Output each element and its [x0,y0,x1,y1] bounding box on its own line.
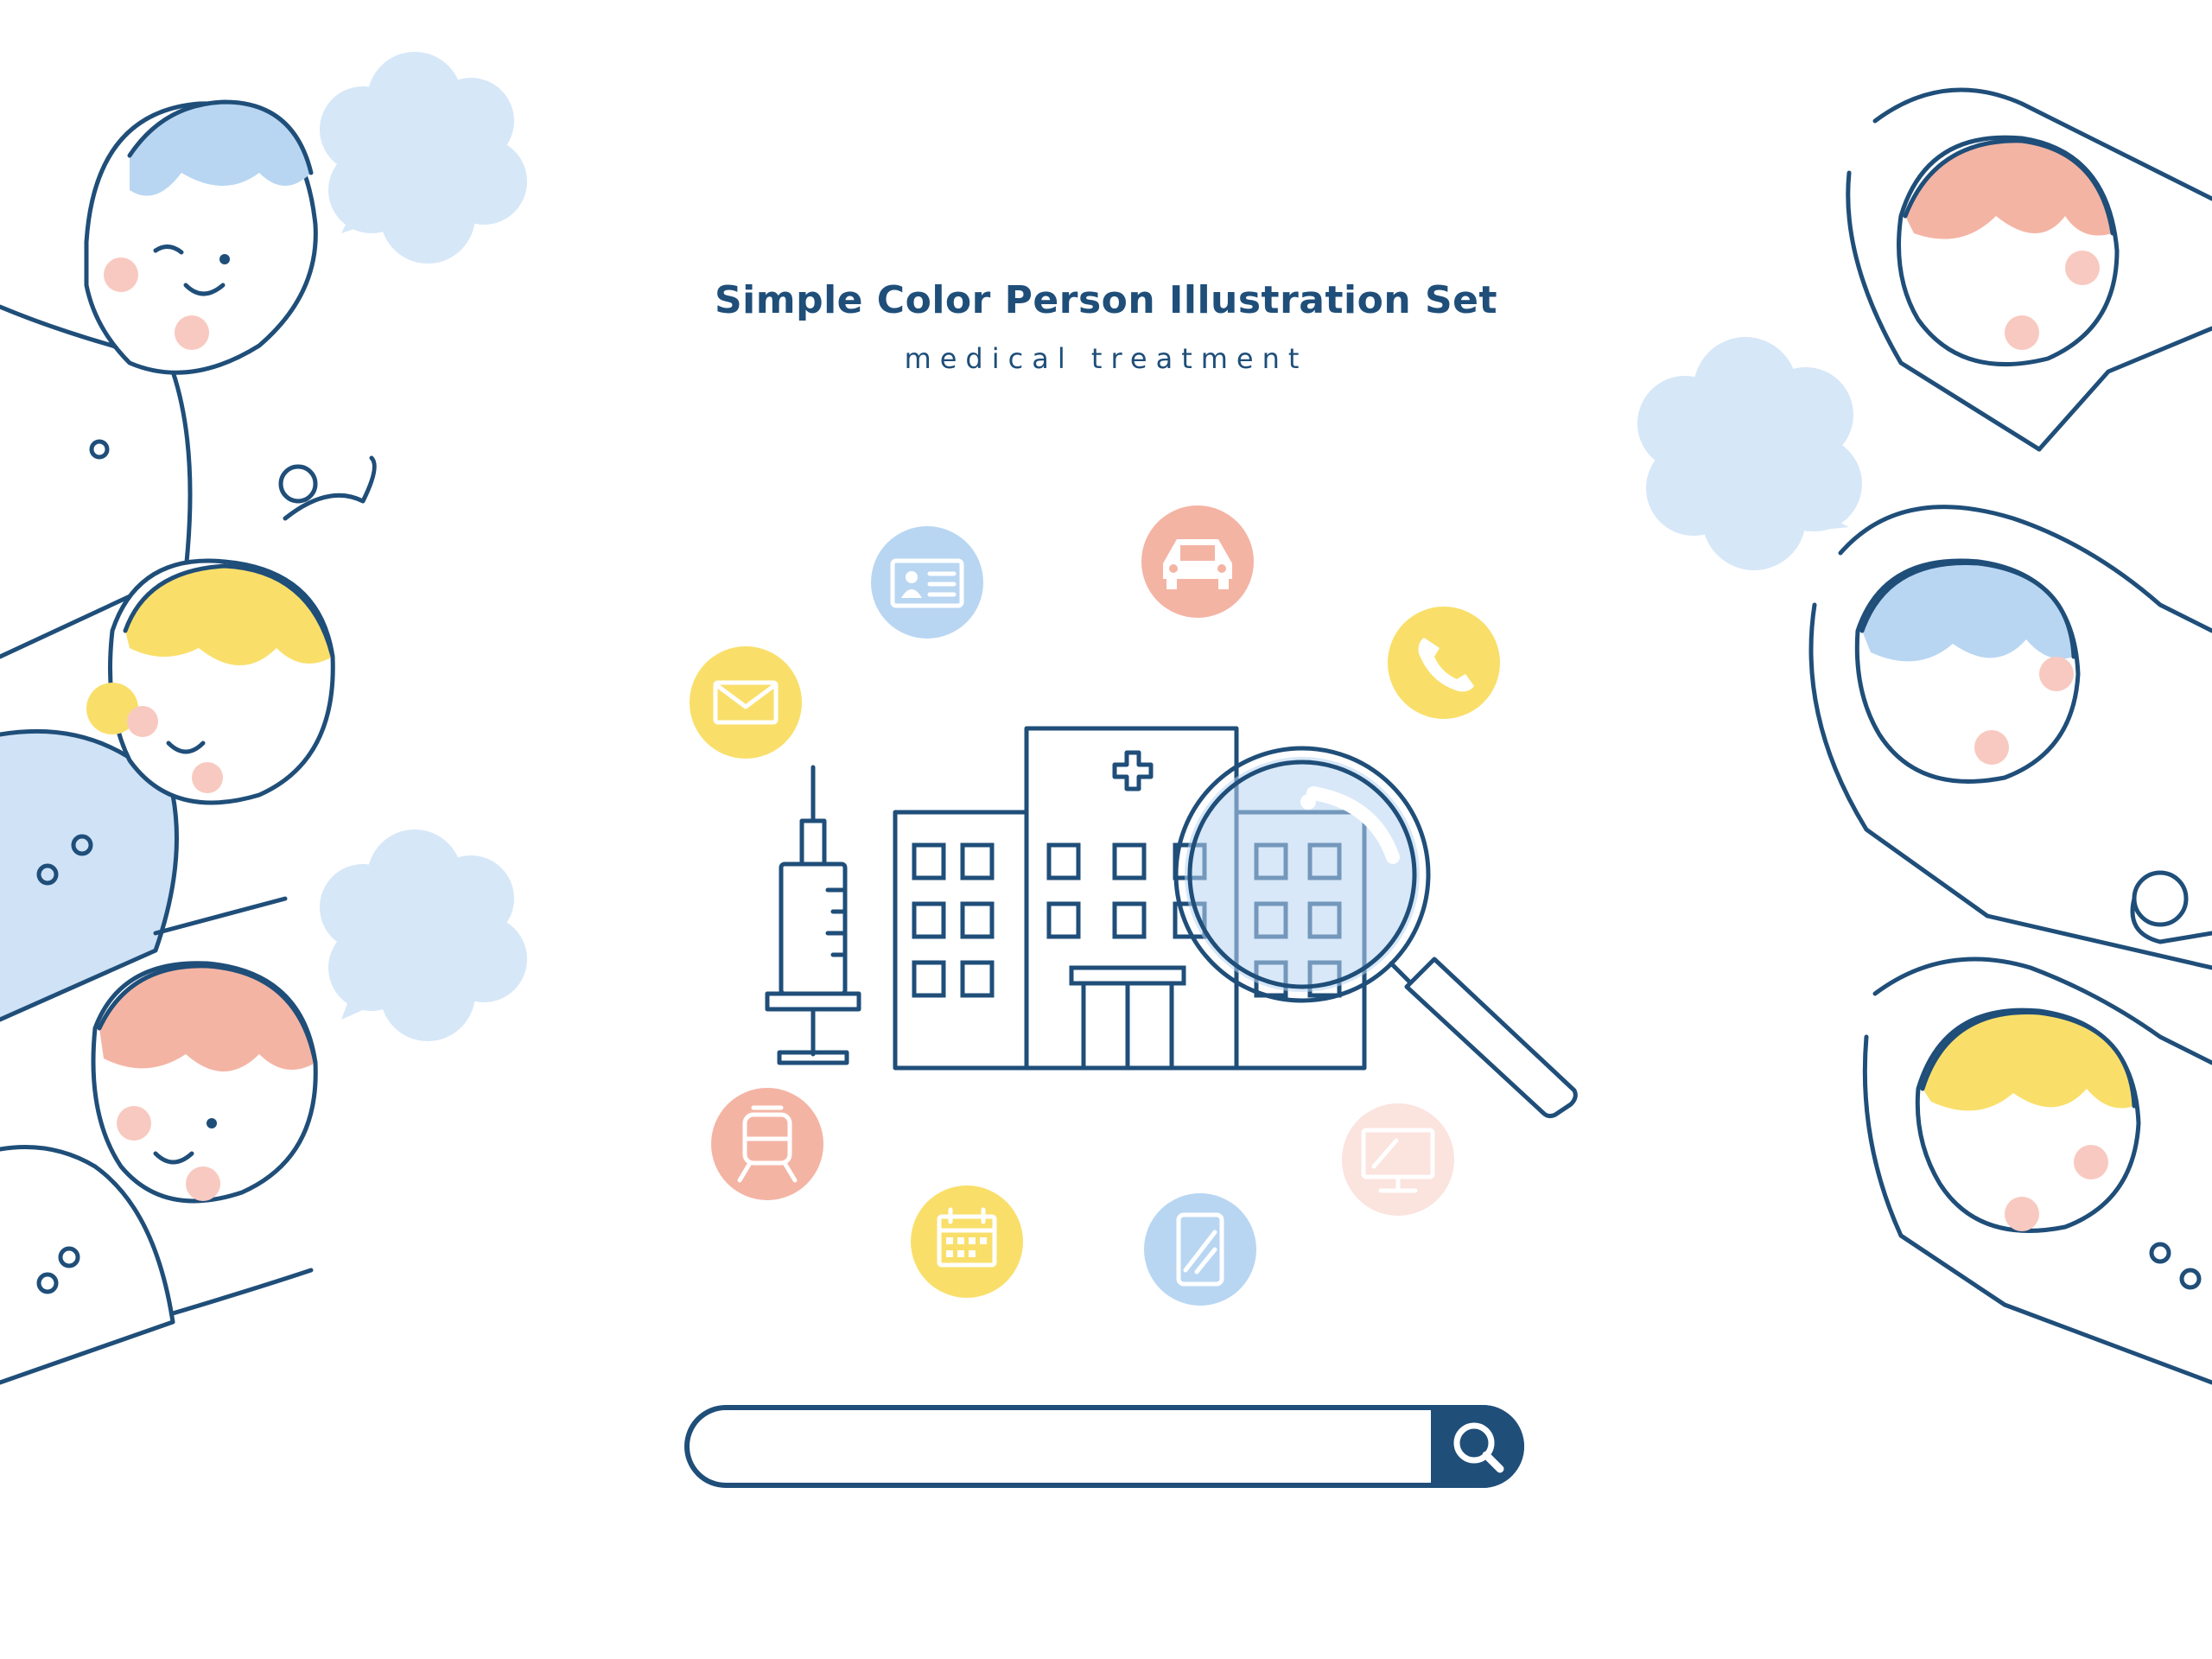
nurse-yellow-hair-left [0,455,377,1022]
mail-icon [690,646,802,759]
id-card-icon [871,526,983,639]
speech-cloud-mid-left [320,830,527,1041]
magnifier-icon [1173,746,1578,1119]
monitor-icon [1342,1103,1454,1216]
nurse-blue-hair-left [0,99,318,659]
doctor-blue-hair-right [1808,505,2212,970]
phone-icon [1388,607,1500,719]
car-icon [1141,505,1254,618]
page-subtitle: medical treatment [904,342,1308,375]
speech-cloud-right [1637,337,1862,570]
search-button[interactable] [1431,1405,1524,1488]
doctor-yellow-hair-right [1862,957,2212,1385]
syringe-icon [765,765,861,1065]
train-icon [711,1088,823,1200]
calendar-icon [911,1185,1023,1298]
nurse-pink-hair-left [0,961,318,1385]
page-title: Simple Color Person Illustration Set [714,278,1498,322]
search-icon [1453,1422,1504,1473]
search-bar [684,1405,1524,1488]
search-input[interactable] [724,1426,1402,1469]
doctor-pink-hair-right [1846,87,2212,452]
speech-cloud-top-left [320,52,527,264]
smartphone-icon [1144,1193,1256,1306]
